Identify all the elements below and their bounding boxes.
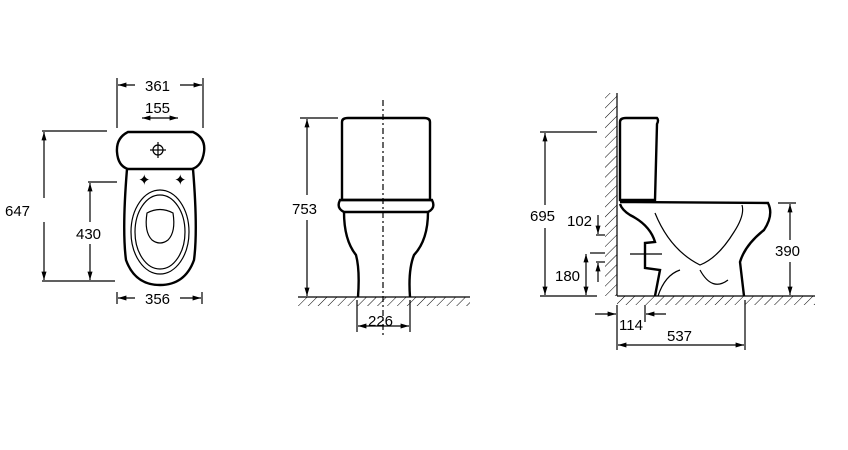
inlet-cross-icon xyxy=(150,142,166,158)
dim-537: 537 xyxy=(667,328,692,345)
floor-hatch xyxy=(617,296,815,305)
top-view: ✦ ✦ 361 155 647 430 356 xyxy=(5,78,206,308)
dim-226: 226 xyxy=(368,313,393,330)
front-view: 753 226 xyxy=(292,100,470,335)
dim-102: 102 xyxy=(567,213,592,230)
dim-695: 695 xyxy=(530,208,555,225)
dim-155: 155 xyxy=(145,100,170,117)
bowl-outline xyxy=(342,211,430,298)
seat-opening xyxy=(145,208,175,244)
dim-753: 753 xyxy=(292,201,317,218)
wall-hatch xyxy=(605,93,617,296)
dim-114: 114 xyxy=(619,317,643,334)
dim-647: 647 xyxy=(5,203,30,220)
dim-356: 356 xyxy=(145,291,170,308)
dim-180: 180 xyxy=(555,268,580,285)
fixing-point-icon: ✦ xyxy=(138,172,151,189)
dim-430: 430 xyxy=(76,226,101,243)
tank-outline xyxy=(115,130,206,171)
tank-outline xyxy=(618,116,660,202)
tank-outline xyxy=(340,116,432,202)
bowl-outline xyxy=(618,200,772,297)
dim-390: 390 xyxy=(775,243,800,260)
dim-361: 361 xyxy=(145,78,170,95)
side-view: 695 102 180 390 114 537 xyxy=(530,93,815,350)
fixing-point-icon: ✦ xyxy=(174,172,187,189)
seat-outer xyxy=(130,189,190,275)
floor-hatch xyxy=(298,297,470,306)
bowl-outline xyxy=(123,168,197,287)
